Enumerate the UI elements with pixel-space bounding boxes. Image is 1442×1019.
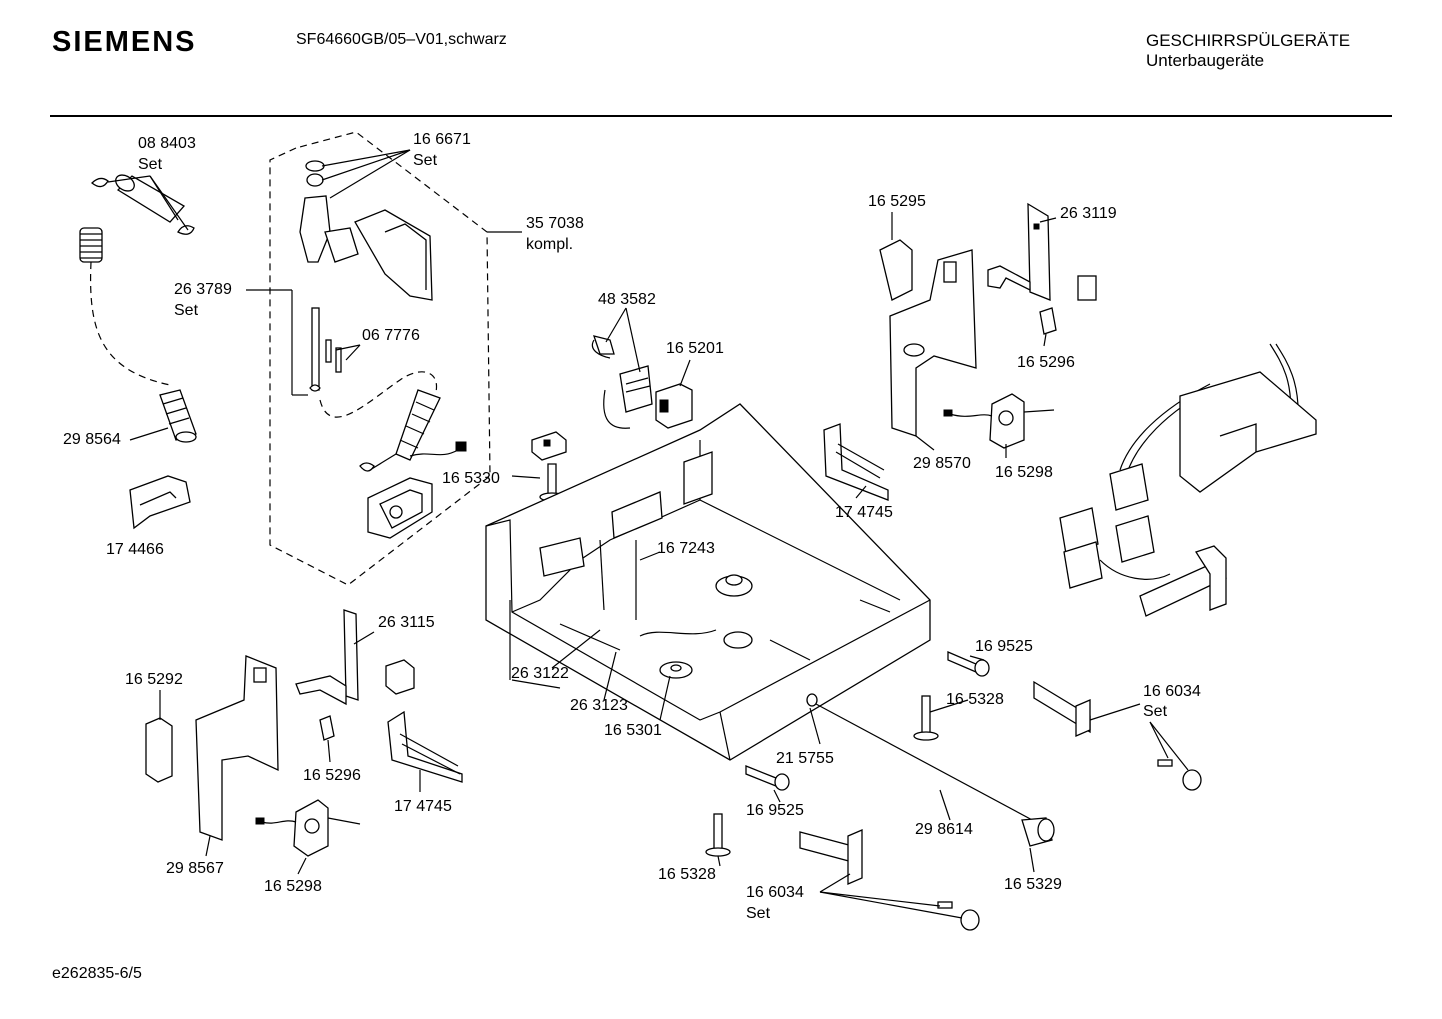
label-165301: 16 5301 xyxy=(604,722,662,739)
corrugated-hose-298564 xyxy=(159,389,197,443)
base-tub xyxy=(485,403,931,761)
category-title: GESCHIRRSPÜLGERÄTE xyxy=(1146,31,1351,50)
label-298570: 29 8570 xyxy=(913,455,971,472)
valve-assembly-357038 xyxy=(299,160,433,392)
bracket-165292 xyxy=(145,655,279,841)
label-165296-bottom: 16 5296 xyxy=(303,767,361,784)
screw-set-166034-bottom xyxy=(937,901,980,931)
label-298614: 29 8614 xyxy=(915,821,973,838)
label-165328-bottom: 16 5328 xyxy=(658,866,716,883)
label-165298-top: 16 5298 xyxy=(995,464,1053,481)
drawing-code: e262835-6/5 xyxy=(52,965,142,982)
label-166034-bottom: 16 6034 xyxy=(746,884,804,901)
sensor-483582 xyxy=(591,335,653,429)
model-number: SF64660GB/05–V01,schwarz xyxy=(296,31,507,48)
rod-298614 xyxy=(815,703,1055,847)
spring-174745-bottom xyxy=(387,710,463,783)
screw-165328-bottom xyxy=(705,813,731,857)
kompl-group-outline xyxy=(269,131,491,586)
label-165292: 16 5292 xyxy=(125,671,183,688)
label-263123: 26 3123 xyxy=(570,697,628,714)
screw-set-166034-top xyxy=(1157,759,1202,791)
label-174745-bottom: 17 4745 xyxy=(394,798,452,815)
label-165295: 16 5295 xyxy=(868,193,926,210)
clamp-165298-bottom xyxy=(255,799,361,857)
switch-165201 xyxy=(655,383,693,429)
label-166034-top-set: Set xyxy=(1143,703,1168,720)
label-215755: 21 5755 xyxy=(776,750,834,767)
label-165298-bottom: 16 5298 xyxy=(264,878,322,895)
spring-174745-top xyxy=(823,423,889,501)
wiring-harness xyxy=(1059,343,1317,617)
label-263119: 26 3119 xyxy=(1060,205,1117,222)
control-box xyxy=(367,477,433,539)
label-169525-top: 16 9525 xyxy=(975,638,1033,655)
leader-lines xyxy=(107,149,1189,919)
screw-169525-bottom xyxy=(745,765,790,791)
label-298567: 29 8567 xyxy=(166,860,224,877)
label-263115: 26 3115 xyxy=(378,614,435,631)
brand-logo: SIEMENS xyxy=(52,26,197,58)
label-167243: 16 7243 xyxy=(657,540,715,557)
hose-set-088403 xyxy=(91,174,195,235)
label-067776: 06 7776 xyxy=(362,327,420,344)
spring-coil xyxy=(79,227,103,263)
label-298564: 29 8564 xyxy=(63,431,121,448)
label-166671-set: Set xyxy=(413,152,438,169)
label-357038-kompl: kompl. xyxy=(526,236,573,253)
holder-165330 xyxy=(531,431,567,502)
label-165329: 16 5329 xyxy=(1004,876,1062,893)
label-166034-top: 16 6034 xyxy=(1143,683,1201,700)
bracket-165295 xyxy=(879,239,977,437)
label-165328-top: 16 5328 xyxy=(946,691,1004,708)
label-263789-set: Set xyxy=(174,302,199,319)
category-subtitle: Unterbaugeräte xyxy=(1146,51,1265,70)
label-165296-top: 16 5296 xyxy=(1017,354,1075,371)
label-263789: 26 3789 xyxy=(174,281,232,298)
label-165201: 16 5201 xyxy=(666,340,724,357)
label-263122: 26 3122 xyxy=(511,665,569,682)
label-169525-bottom: 16 9525 xyxy=(746,802,804,819)
label-174745-top: 17 4745 xyxy=(835,504,893,521)
label-166034-bottom-set: Set xyxy=(746,905,771,922)
strip-166034-top xyxy=(1033,680,1091,737)
label-166671: 16 6671 xyxy=(413,131,471,148)
strip-166034-bottom xyxy=(799,829,863,885)
bracket-263119 xyxy=(987,202,1097,335)
label-088403: 08 8403 xyxy=(138,135,196,152)
screw-169525-top xyxy=(947,651,990,677)
label-357038: 35 7038 xyxy=(526,215,584,232)
clip-174466 xyxy=(129,475,191,530)
label-483582: 48 3582 xyxy=(598,291,656,308)
label-174466: 17 4466 xyxy=(106,541,164,558)
screw-165328-top xyxy=(913,695,939,741)
clamp-165298-top xyxy=(943,393,1055,449)
coiled-tube xyxy=(395,389,441,461)
label-165330: 16 5330 xyxy=(442,470,500,487)
bracket-263115 xyxy=(295,609,415,741)
label-088403-set: Set xyxy=(138,156,163,173)
